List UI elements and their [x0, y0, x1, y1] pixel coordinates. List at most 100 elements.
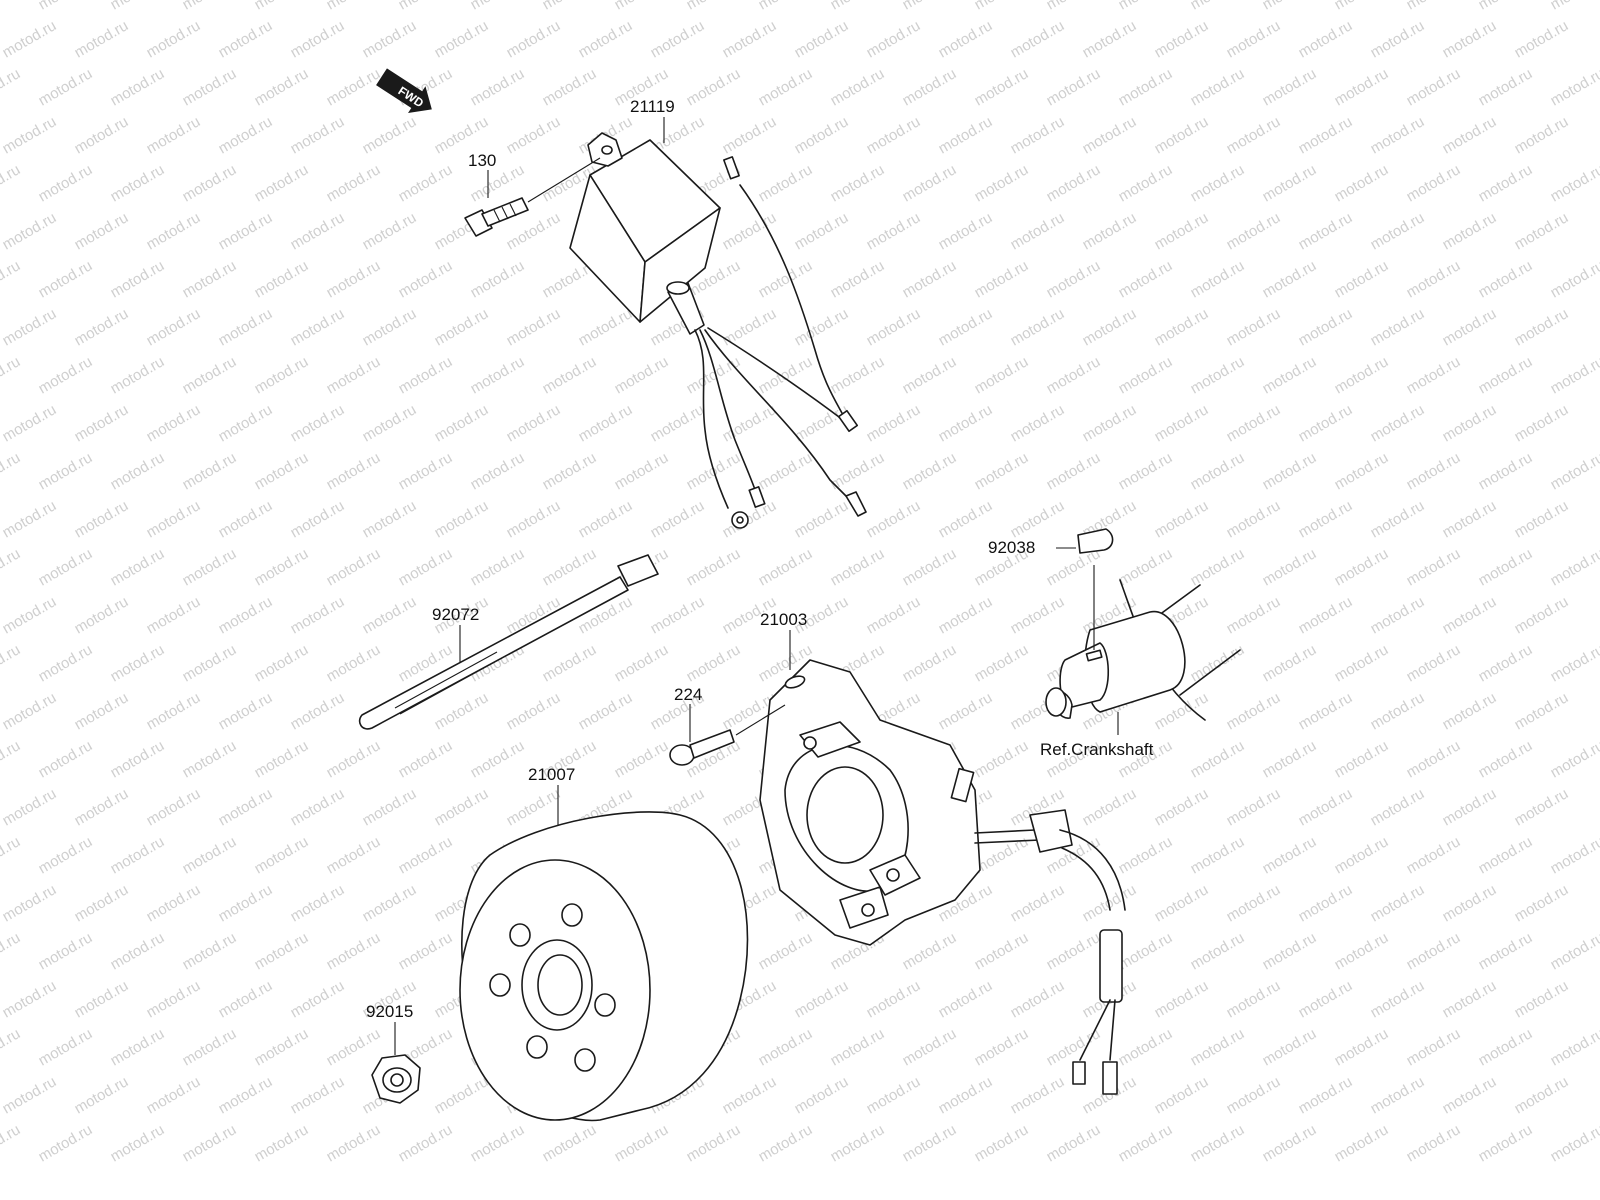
watermark-text: motod.ru [1476, 545, 1536, 589]
watermark-text: motod.ru [1548, 0, 1600, 13]
watermark-text: motod.ru [1188, 65, 1248, 109]
watermark-text: motod.ru [468, 1121, 528, 1165]
watermark-text: motod.ru [288, 305, 348, 349]
watermark-text: motod.ru [900, 161, 960, 205]
watermark-text: motod.ru [1476, 257, 1536, 301]
watermark-text: motod.ru [324, 449, 384, 493]
watermark-text: motod.ru [0, 17, 59, 61]
watermark-text: motod.ru [144, 785, 204, 829]
watermark-text: motod.ru [828, 1121, 888, 1165]
watermark-text: motod.ru [1224, 785, 1284, 829]
watermark-text: motod.ru [0, 449, 23, 493]
watermark-text: motod.ru [324, 545, 384, 589]
watermark-text: motod.ru [1368, 977, 1428, 1021]
watermark-text: motod.ru [1476, 353, 1536, 397]
watermark-text: motod.ru [1044, 449, 1104, 493]
watermark-text: motod.ru [1296, 17, 1356, 61]
part-label-21003[interactable]: 21003 [760, 610, 807, 629]
watermark-text: motod.ru [1404, 833, 1464, 877]
watermark-text: motod.ru [756, 161, 816, 205]
watermark-text: motod.ru [144, 977, 204, 1021]
watermark-text: motod.ru [144, 401, 204, 445]
watermark-text: motod.ru [36, 929, 96, 973]
watermark-text: motod.ru [432, 17, 492, 61]
watermark-text: motod.ru [1332, 737, 1392, 781]
watermark-text: motod.ru [1116, 353, 1176, 397]
watermark-text: motod.ru [360, 593, 420, 637]
watermark-text: motod.ru [144, 1073, 204, 1117]
watermark-text: motod.ru [900, 1121, 960, 1165]
watermark-text: motod.ru [0, 737, 23, 781]
watermark-text: motod.ru [36, 353, 96, 397]
watermark-text: motod.ru [648, 401, 708, 445]
watermark-text: motod.ru [828, 1025, 888, 1069]
part-label-224[interactable]: 224 [674, 685, 702, 704]
watermark-text: motod.ru [972, 641, 1032, 685]
watermark-text: motod.ru [1188, 929, 1248, 973]
watermark-text: motod.ru [1332, 65, 1392, 109]
watermark-text: motod.ru [360, 209, 420, 253]
watermark-text: motod.ru [360, 305, 420, 349]
watermark-text: motod.ru [792, 401, 852, 445]
watermark-text: motod.ru [0, 833, 23, 877]
watermark-text: motod.ru [720, 113, 780, 157]
watermark-text: motod.ru [180, 449, 240, 493]
watermark-text: motod.ru [1332, 449, 1392, 493]
watermark-text: motod.ru [216, 977, 276, 1021]
watermark-text: motod.ru [1260, 1121, 1320, 1165]
watermark-text: motod.ru [36, 833, 96, 877]
watermark-text: motod.ru [936, 593, 996, 637]
watermark-text: motod.ru [1008, 305, 1068, 349]
watermark-text: motod.ru [1368, 689, 1428, 733]
watermark-text: motod.ru [0, 1121, 23, 1165]
watermark-text: motod.ru [288, 17, 348, 61]
watermark-text: motod.ru [828, 161, 888, 205]
watermark-text: motod.ru [0, 545, 23, 589]
watermark-text: motod.ru [1548, 257, 1600, 301]
part-label-21119[interactable]: 21119 [630, 97, 675, 116]
watermark-text: motod.ru [1404, 929, 1464, 973]
watermark-text: motod.ru [1476, 161, 1536, 205]
watermark-text: motod.ru [756, 449, 816, 493]
watermark-text: motod.ru [1440, 785, 1500, 829]
watermark-text: motod.ru [1008, 497, 1068, 541]
watermark-text: motod.ru [864, 113, 924, 157]
watermark-text: motod.ru [1548, 353, 1600, 397]
watermark-text: motod.ru [828, 257, 888, 301]
part-label-92015[interactable]: 92015 [366, 1002, 413, 1021]
watermark-text: motod.ru [1548, 65, 1600, 109]
watermark-text: motod.ru [1224, 401, 1284, 445]
watermark-text: motod.ru [288, 401, 348, 445]
watermark-text: motod.ru [720, 209, 780, 253]
watermark-text: motod.ru [648, 593, 708, 637]
part-label-130[interactable]: 130 [468, 151, 496, 170]
watermark-text: motod.ru [288, 785, 348, 829]
watermark-text: motod.ru [504, 497, 564, 541]
watermark-text: motod.ru [1440, 593, 1500, 637]
watermark-text: motod.ru [540, 0, 600, 13]
watermark-text: motod.ru [720, 305, 780, 349]
watermark-text: motod.ru [72, 17, 132, 61]
watermark-text: motod.ru [936, 689, 996, 733]
watermark-text: motod.ru [180, 353, 240, 397]
watermark-text: motod.ru [972, 1121, 1032, 1165]
watermark-text: motod.ru [108, 65, 168, 109]
watermark-text: motod.ru [1440, 689, 1500, 733]
watermark-text: motod.ru [216, 785, 276, 829]
watermark-text: motod.ru [1044, 257, 1104, 301]
watermark-text: motod.ru [216, 1073, 276, 1117]
watermark-text: motod.ru [1332, 1025, 1392, 1069]
watermark-text: motod.ru [684, 641, 744, 685]
watermark-text: motod.ru [0, 401, 59, 445]
watermark-text: motod.ru [792, 977, 852, 1021]
watermark-text: motod.ru [1116, 1121, 1176, 1165]
part-label-21007[interactable]: 21007 [528, 765, 575, 784]
watermark-text: motod.ru [1476, 1121, 1536, 1165]
part-label-92072[interactable]: 92072 [432, 605, 479, 624]
watermark-text: motod.ru [612, 1121, 672, 1165]
watermark-text: motod.ru [108, 545, 168, 589]
watermark-text: motod.ru [540, 641, 600, 685]
watermark-text: motod.ru [1332, 257, 1392, 301]
part-label-92038[interactable]: 92038 [988, 538, 1035, 557]
watermark-text: motod.ru [936, 209, 996, 253]
